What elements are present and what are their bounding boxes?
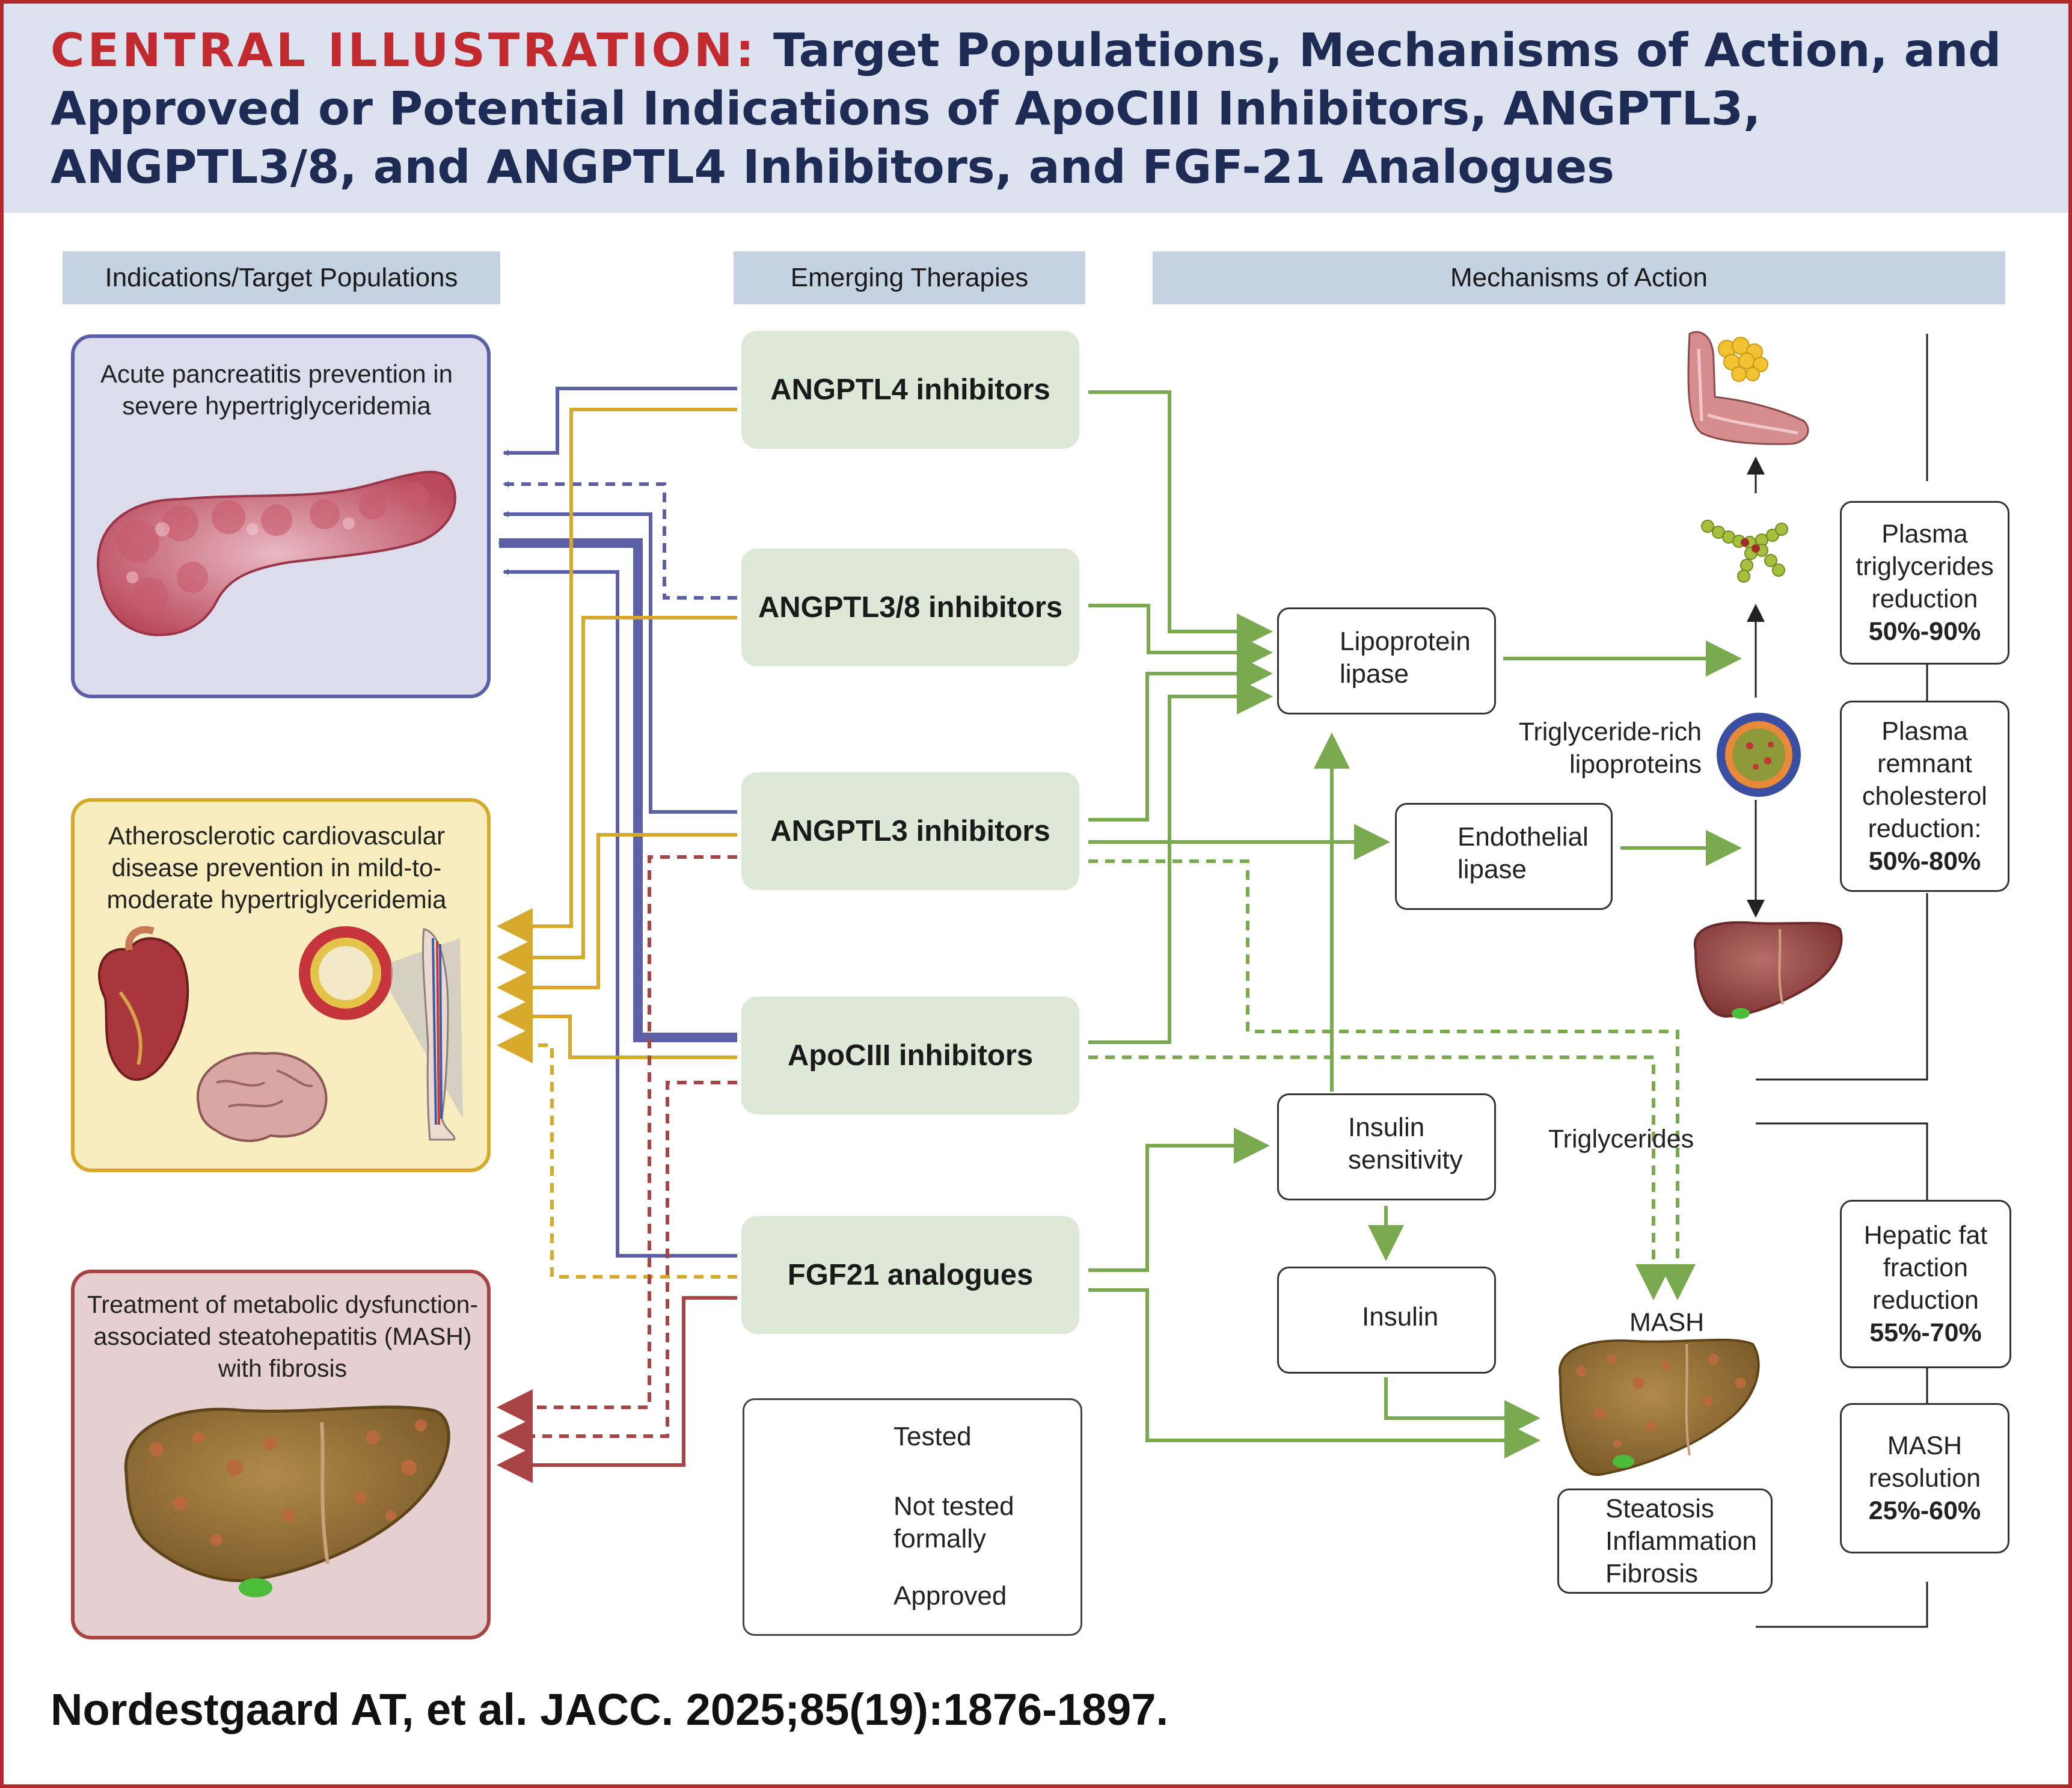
connector-angptl3-mash-mech <box>1088 859 1696 1300</box>
connector-angptl4-ascvd <box>497 408 737 944</box>
mash-effects-label: Steatosis Inflammation Fibrosis <box>1605 1494 1757 1588</box>
trl-label: Triglyceride-rich lipoproteins <box>1518 717 1702 779</box>
result-mash-resolution: MASH resolution 25%-60% <box>1840 1403 2009 1553</box>
indication-ascvd-label: Atherosclerotic cardiovascular disease p… <box>106 822 447 914</box>
connector-insulin-mash <box>1384 1377 1540 1436</box>
result-value: 25%-60% <box>1868 1496 1981 1525</box>
connector-fgf21-mash-mech <box>1088 1288 1540 1458</box>
connector-angptl38-lpl <box>1088 604 1273 671</box>
indication-pancreatitis-label: Acute pancreatitis prevention in severe … <box>100 360 453 420</box>
insulin-box <box>1277 1267 1496 1374</box>
figure-title: CENTRAL ILLUSTRATION: Target Populations… <box>51 22 2035 197</box>
connector-angptl3-mash <box>497 855 737 1425</box>
connector-fgf21-ascvd <box>497 1027 737 1279</box>
connector-apociii-ascvd <box>497 998 737 1059</box>
connector-angptl38-pancreatitis <box>503 481 737 600</box>
insulin-label: Insulin <box>1362 1302 1439 1332</box>
endothelial-lipase-label: Endothelial lipase <box>1457 822 1589 884</box>
column-header-therapies: Emerging Therapies <box>734 251 1085 304</box>
result-label: MASH resolution <box>1868 1431 1981 1493</box>
mash-effects-box <box>1557 1488 1773 1594</box>
pancreas-illustration <box>97 470 456 636</box>
connector-fgf21-pancreatitis <box>503 569 737 1258</box>
therapy-angptl38: ANGPTL3/8 inhibitors <box>741 548 1079 666</box>
result-value: 50%-90% <box>1868 617 1981 646</box>
connector-angptl38-ascvd <box>497 616 737 975</box>
therapy-angptl3: ANGPTL3 inhibitors <box>741 772 1079 890</box>
triglyceride-molecule <box>1701 520 1788 583</box>
result-value: 55%-70% <box>1869 1318 1982 1347</box>
triglycerides-label: Triglycerides <box>1548 1125 1694 1154</box>
connector-angptl4-lpl <box>1088 390 1273 650</box>
result-hepatic-fat: Hepatic fat fraction reduction 55%-70% <box>1840 1200 2011 1368</box>
liver-illustration <box>1693 921 1843 1019</box>
result-remnant-cholesterol: Plasma remnant cholesterol reduction: 50… <box>1840 701 2009 892</box>
triglyceride-rich-lipoprotein-particle <box>1717 713 1801 797</box>
therapy-apociii: ApoCIII inhibitors <box>741 997 1079 1114</box>
legend-tested: Tested <box>893 1422 972 1451</box>
mash-liver-illustration <box>1558 1338 1760 1476</box>
column-header-indications: Indications/Target Populations <box>63 251 500 304</box>
muscle-illustration <box>1687 331 1809 445</box>
connector-fgf21-insulinsens <box>1088 1128 1270 1272</box>
insulin-sensitivity-box <box>1277 1093 1496 1200</box>
fatty-liver-left-illustration <box>124 1406 450 1597</box>
connector-apociii-mash-mech <box>1088 1055 1672 1300</box>
connector-apociii-pancreatitis <box>498 538 737 1042</box>
result-triglycerides: Plasma triglycerides reduction 50%-90% <box>1840 501 2009 665</box>
result-label: Plasma remnant cholesterol reduction: <box>1862 717 1987 843</box>
column-header-mechanisms: Mechanisms of Action <box>1153 251 2005 304</box>
connector-apociii-lpl <box>1088 678 1273 1044</box>
legend-not-tested: Not tested formally <box>893 1492 1014 1553</box>
connector-angptl3-pancreatitis <box>503 511 737 814</box>
connector-angptl3-ascvd <box>497 833 737 1006</box>
connector-fgf21-mash <box>497 1296 737 1483</box>
result-label: Plasma triglycerides reduction <box>1856 520 1994 613</box>
brain-illustration <box>196 1052 328 1142</box>
mash-label: MASH <box>1629 1308 1705 1337</box>
therapy-angptl4: ANGPTL4 inhibitors <box>741 331 1079 449</box>
connector-apociii-mash <box>497 1081 737 1454</box>
legend-approved: Approved <box>893 1581 1007 1611</box>
therapy-fgf21: FGF21 analogues <box>741 1216 1079 1334</box>
title-banner <box>4 4 2068 213</box>
leg-illustration <box>421 928 456 1141</box>
lipoprotein-lipase-label: Lipoprotein lipase <box>1340 627 1471 689</box>
connector-angptl3-lpl <box>1088 656 1273 822</box>
title-prefix: CENTRAL ILLUSTRATION: <box>51 24 758 78</box>
title-text: Target Populations, Mechanisms of Action… <box>51 24 2002 194</box>
lipoprotein-lipase-box <box>1277 607 1496 714</box>
citation: Nordestgaard AT, et al. JACC. 2025;85(19… <box>51 1685 1169 1734</box>
insulin-sensitivity-label: Insulin sensitivity <box>1348 1113 1463 1175</box>
result-label: Hepatic fat fraction reduction <box>1863 1221 1988 1315</box>
legend-box <box>743 1398 1082 1636</box>
result-value: 50%-80% <box>1868 847 1981 876</box>
connector-angptl4-pancreatitis <box>503 387 737 456</box>
endothelial-lipase-box <box>1395 803 1613 910</box>
bracket-top <box>1756 334 1928 1081</box>
indication-mash-label: Treatment of metabolic dysfunction-assoc… <box>87 1291 479 1382</box>
heart-illustration <box>98 926 189 1081</box>
